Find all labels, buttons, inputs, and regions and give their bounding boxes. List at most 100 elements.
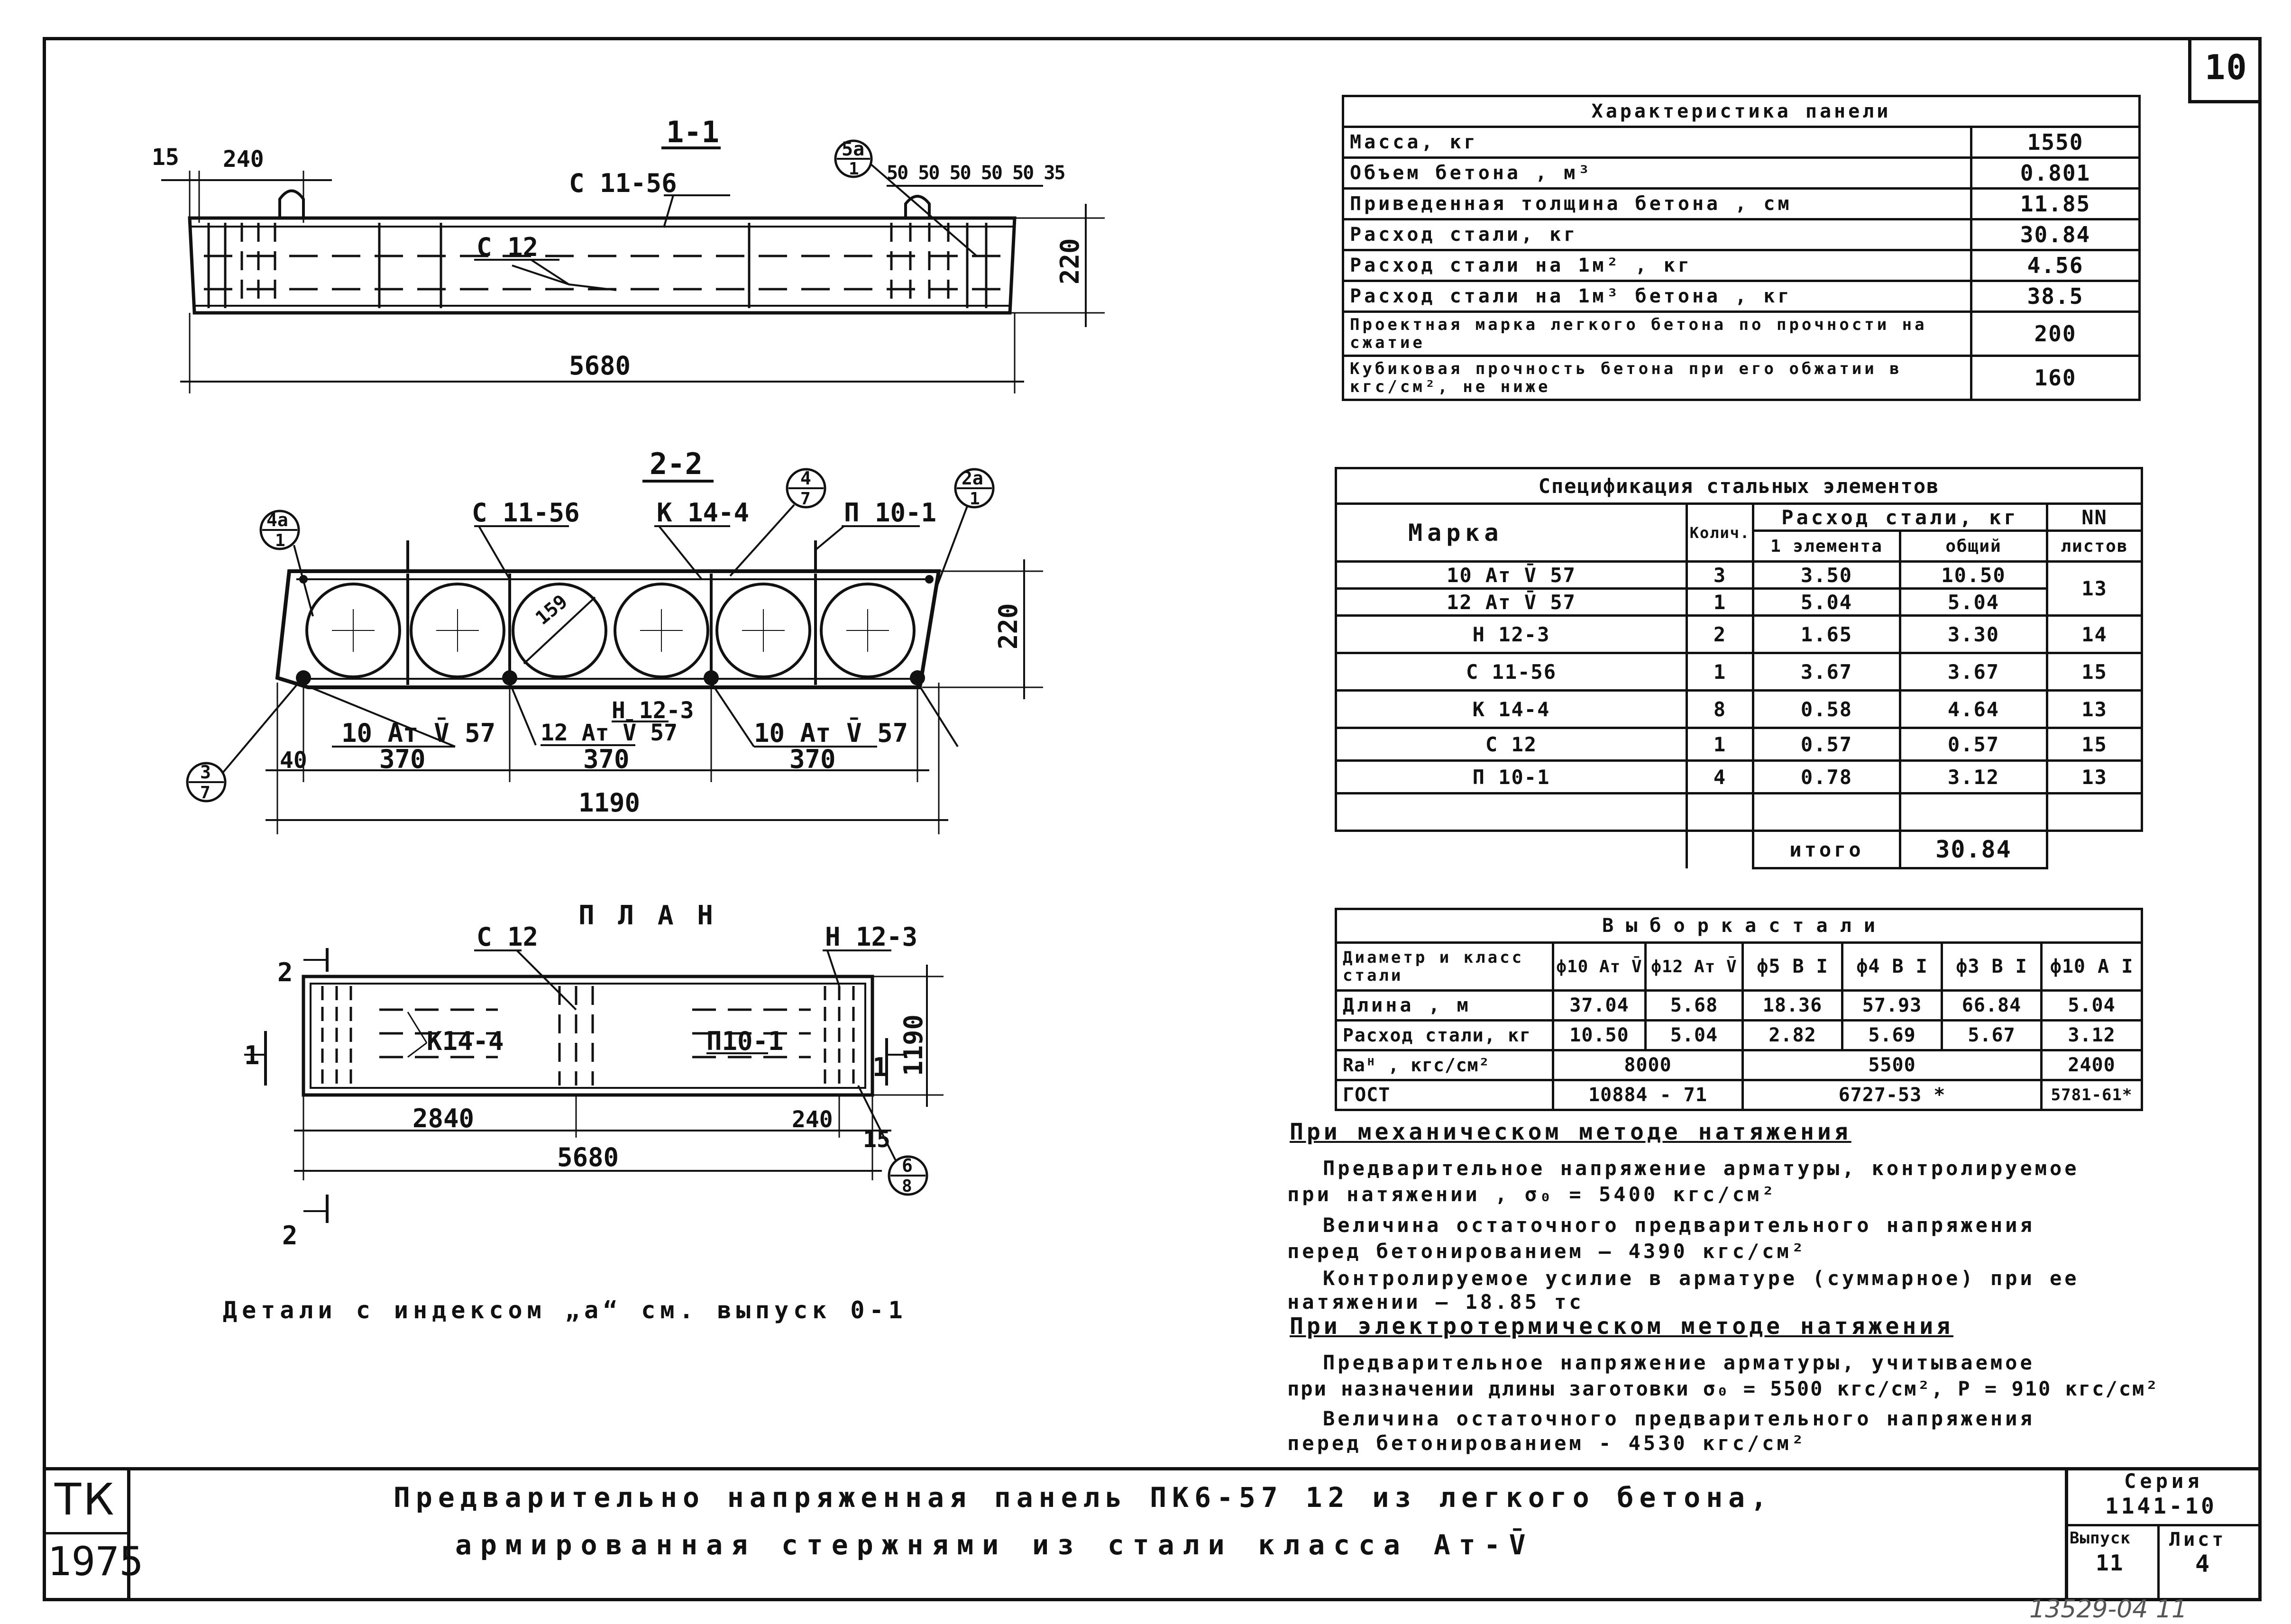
sheet-number: 10 — [2205, 47, 2248, 87]
svg-text:1: 1 — [275, 531, 285, 550]
notes-el-title: При электротермическом методе натяжения — [1290, 1313, 1954, 1340]
table-row: С 12 1 0.57 0.57 15 — [1335, 727, 2144, 762]
dim-220-1: 220 — [1055, 238, 1085, 284]
org-bottom: 1975 — [47, 1538, 144, 1585]
series-value: 1141-10 — [2105, 1493, 2217, 1519]
ref-2a: 2а 1 — [935, 468, 995, 588]
issue-label: Выпуск — [2070, 1529, 2131, 1548]
dim-370-b: 370 — [583, 744, 630, 774]
plan-dim-240: 240 — [792, 1106, 833, 1133]
specification-title: Спецификация стальных элементов — [1334, 467, 2144, 505]
spec-total-row: итого 30.84 — [1336, 830, 2142, 869]
series-label: Серия — [2124, 1469, 2203, 1493]
ref-5a-top: 5а — [842, 138, 864, 160]
label-c12-1: С 12 — [477, 232, 538, 262]
plan-title: П Л А Н — [578, 900, 717, 931]
notes-mech-3a: Контролируемое усилие в арматуре (суммар… — [1323, 1267, 2080, 1290]
issue-divider — [2157, 1524, 2160, 1601]
table-row: П 10-1 4 0.78 3.12 13 — [1335, 759, 2144, 794]
spec-header-mark: Марка — [1335, 502, 1688, 563]
drawing-title-line2: армированная стержнями из стали класса А… — [455, 1529, 1534, 1561]
notes-mech-3b: натяжении — 18.85 тс — [1287, 1290, 1584, 1314]
plan-dim-2840: 2840 — [412, 1104, 474, 1133]
plan-view: П Л А Н С 12 Н 12-3 К14-4 П10-1 2 — [244, 900, 944, 1250]
notes-mech-title: При механическом методе натяжения — [1290, 1119, 1851, 1145]
plan-label-p101: П10-1 — [706, 1026, 784, 1056]
spec-header-one: 1 элемента — [1752, 529, 1901, 563]
org-top: ТК — [55, 1474, 116, 1525]
label-bar-left: 10 Ат V̄ 57 — [341, 718, 495, 748]
notes-mech-2a: Величина остаточного предварительного на… — [1323, 1213, 2035, 1237]
label-h123-2: Н 12-3 — [612, 697, 694, 724]
plan-label-h123: Н 12-3 — [825, 922, 917, 952]
ref-5a-bottom: 1 — [849, 159, 859, 179]
specification-table: Спецификация стальных элементов Марка Ко… — [1334, 467, 2144, 869]
dim-370-c: 370 — [789, 744, 836, 774]
dim-370-a: 370 — [379, 744, 426, 774]
spec-header-sheets: листов — [2045, 529, 2144, 563]
dim-1190-2: 1190 — [578, 788, 640, 818]
plan-label-k144: К14-4 — [427, 1026, 504, 1056]
spec-total-value: 30.84 — [1899, 830, 2048, 869]
section-2-2: 2-2 159 — [186, 447, 1043, 834]
label-bar-mid: 12 Ат V̄ 57 — [541, 719, 678, 746]
dim-220-2: 220 — [993, 603, 1023, 649]
table-row: Кубиковая прочность бетона при его обжат… — [1342, 355, 2141, 401]
drawings: 1-1 С 11-56 С 12 5а — [152, 115, 1105, 1250]
plan-dim-5680: 5680 — [557, 1142, 619, 1172]
notes-el-2b: перед бетонированием - 4530 кгс/см² — [1287, 1432, 1807, 1455]
svg-text:3: 3 — [200, 762, 211, 783]
details-note: Детали с индексом „а“ см. выпуск 0-1 — [223, 1296, 907, 1324]
section-1-1-title: 1-1 — [666, 115, 719, 149]
sel-col-header: Диаметр и класс стали — [1335, 941, 1554, 992]
series-box — [2065, 1467, 2262, 1601]
svg-text:4: 4 — [800, 468, 811, 489]
ref-6-8: 6 8 — [857, 1085, 928, 1196]
table-row: Длина , м 37.04 5.68 18.36 57.93 66.84 5… — [1335, 989, 2144, 1022]
svg-text:2а: 2а — [962, 468, 983, 489]
spec-header-steel: Расход стали, кг — [1752, 502, 2048, 532]
label-bar-right: 10 Ат V̄ 57 — [754, 718, 908, 748]
series-divider — [2065, 1524, 2262, 1526]
section-1-1: 1-1 С 11-56 С 12 5а — [152, 115, 1105, 393]
characteristics-title: Характеристика панели — [1341, 95, 2141, 128]
table-row: Проектная марка легкого бетона по прочно… — [1342, 310, 2141, 357]
svg-text:8: 8 — [902, 1177, 912, 1196]
label-c1156-2: С 11-56 — [472, 498, 580, 528]
notes-el-1b: при назначении длины заготовки σ₀ = 5500… — [1287, 1377, 2159, 1400]
notes-mech-2b: перед бетонированием — 4390 кгс/см² — [1287, 1240, 1807, 1263]
spec-header-total: общий — [1899, 529, 2048, 563]
spec-header-qty: Колич. — [1686, 502, 1754, 563]
plan-dim-1190: 1190 — [898, 1014, 928, 1076]
table-row: Rаᴴ , кгс/см² 8000 5500 2400 — [1335, 1049, 2144, 1081]
table-row: С 11-56 1 3.67 3.67 15 — [1335, 652, 2144, 692]
dim-5680-1: 5680 — [569, 351, 631, 381]
table-row: Расход стали, кг 10.50 5.04 2.82 5.69 5.… — [1335, 1019, 2144, 1051]
cut-2-top: 2 — [277, 958, 293, 987]
dim-240-1: 240 — [223, 146, 264, 173]
cut-1-left: 1 — [244, 1040, 260, 1070]
voids — [305, 583, 916, 678]
title-block — [43, 1467, 2262, 1601]
table-row: 12 Ат V̄ 57 1 5.04 5.04 — [1335, 587, 2142, 617]
spec-header-nn: NN — [2045, 502, 2144, 532]
dim-15-1: 15 — [152, 144, 179, 171]
sheet-value: 4 — [2195, 1550, 2211, 1578]
sheet-number-box — [2188, 37, 2262, 103]
archive-stamp: 13529-04 11 — [2029, 1595, 2188, 1624]
steel-selection-table: В ы б о р к а с т а л и Диаметр и класс … — [1334, 908, 2144, 1111]
ref-4a: 4а 1 — [259, 510, 314, 617]
label-p101-2: П 10-1 — [844, 498, 936, 528]
label-c1156-1: С 11-56 — [569, 168, 677, 198]
notes-mech-1a: Предварительное напряжение арматуры, кон… — [1323, 1157, 2080, 1180]
svg-text:4а: 4а — [266, 510, 288, 530]
sheet-label: Лист — [2169, 1529, 2227, 1551]
dim-40: 40 — [280, 747, 307, 774]
dim-seq-1: 50 50 50 50 50 35 — [887, 162, 1064, 184]
